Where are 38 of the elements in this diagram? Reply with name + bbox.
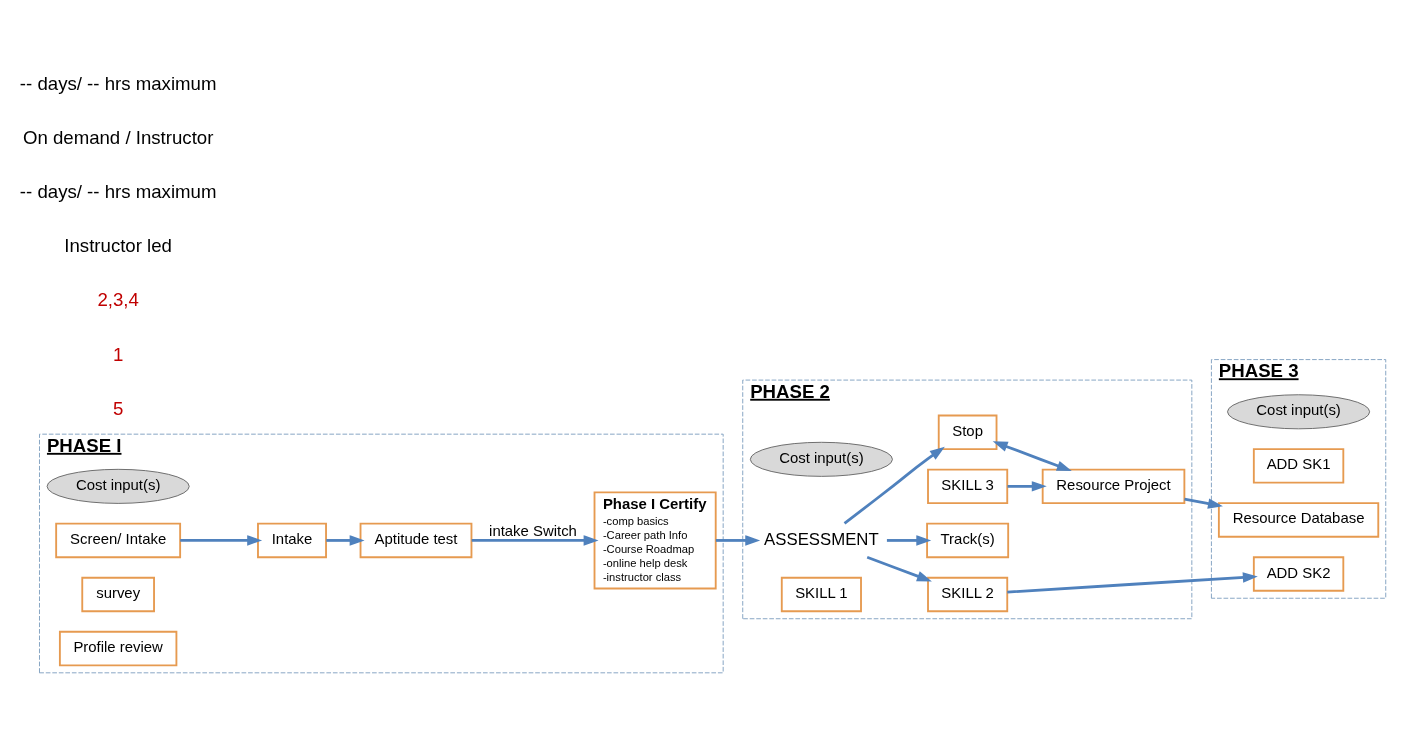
node-box: SKILL 3 <box>927 468 1009 504</box>
label: 5 <box>112 397 124 419</box>
edge-label: intake Switch <box>489 522 577 539</box>
node-box: Resource Database <box>1217 501 1380 538</box>
node-box: SKILL 2 <box>927 576 1009 612</box>
node-box: ADD SK2 <box>1252 555 1345 592</box>
label: On demand / Instructor <box>22 126 214 148</box>
node-box: SKILL 1 <box>780 576 862 612</box>
node-ellipse: Cost input(s) <box>1227 393 1371 429</box>
arrow <box>471 534 599 546</box>
arrow <box>1007 480 1047 492</box>
node-box: Aptitude test <box>359 522 473 558</box>
arrow <box>1184 497 1223 509</box>
node-ellipse: Cost input(s) <box>749 441 893 477</box>
node-box: Profile review <box>58 630 178 666</box>
label: Instructor led <box>64 234 172 256</box>
arrow <box>992 440 1072 471</box>
arrow <box>326 534 365 546</box>
node-box: Intake <box>257 522 327 558</box>
arrow <box>886 534 932 546</box>
node-box: Track(s) <box>926 522 1010 558</box>
node-box: Stop <box>937 414 998 450</box>
label: 1 <box>112 343 124 365</box>
label: 2,3,4 <box>97 288 139 310</box>
node-box: Resource Project <box>1041 468 1186 504</box>
label: -- days/ -- hrs maximum <box>19 72 217 94</box>
node-box: Screen/ Intake <box>55 522 182 558</box>
node-box: ADD SK1 <box>1252 447 1345 484</box>
node-box: Phase I Certify -comp basics -Career path Info -Course Roadmap -online help desk -instructor class <box>593 491 717 589</box>
arrow <box>1007 571 1258 593</box>
node-ellipse: Cost input(s) <box>46 468 190 504</box>
node-box: survey <box>81 576 155 612</box>
arrow <box>180 534 263 546</box>
arrow <box>866 555 932 581</box>
arrow <box>715 534 761 546</box>
label: -- days/ -- hrs maximum <box>19 180 217 202</box>
node-text: ASSESSMENT <box>764 529 879 549</box>
arrow <box>843 446 945 525</box>
